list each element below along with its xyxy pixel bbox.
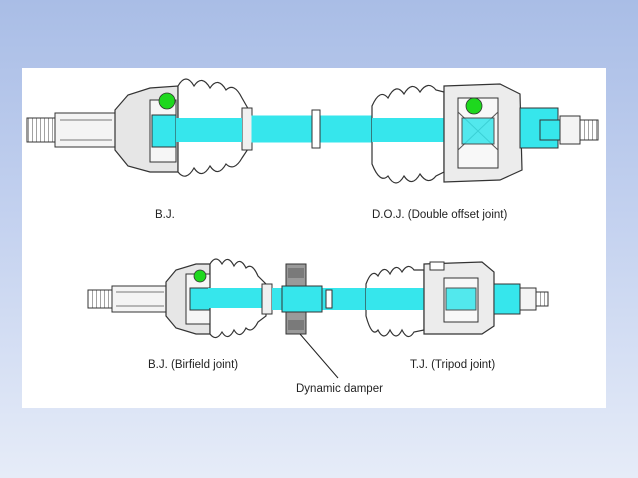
bottom-shaft-left (208, 288, 264, 308)
top-shaft-left (176, 118, 242, 142)
bottom-right-stub (493, 283, 521, 315)
top-right-threaded-stub (579, 119, 599, 141)
bottom-tj-spider (445, 287, 477, 311)
bottom-drive-shaft (87, 258, 549, 339)
top-drive-shaft (26, 78, 599, 184)
label-top-doj: D.O.J. (Double offset joint) (372, 209, 507, 221)
top-bj-ball (158, 92, 176, 110)
top-left-threaded-stub (26, 117, 56, 143)
bottom-left-threaded-stub (87, 289, 113, 309)
top-doj-ball (465, 97, 483, 115)
bottom-right-spline (519, 287, 537, 311)
top-doj-race (461, 117, 495, 145)
bottom-left-spline (111, 285, 167, 313)
label-bottom-tj: T.J. (Tripod joint) (410, 359, 495, 371)
top-bj-race (151, 114, 177, 148)
top-right-stub (519, 107, 559, 149)
top-left-spline (54, 112, 116, 148)
top-right-spline (559, 115, 581, 145)
label-bottom-bj: B.J. (Birfield joint) (148, 359, 238, 371)
bottom-right-threaded-stub (535, 291, 549, 307)
damper-leader-line (299, 333, 339, 379)
label-top-bj: B.J. (155, 209, 175, 221)
label-dynamic-damper: Dynamic damper (296, 383, 383, 395)
bottom-bj-ball (193, 269, 207, 283)
bottom-bj-race (189, 287, 211, 311)
top-center-ring (311, 109, 321, 149)
